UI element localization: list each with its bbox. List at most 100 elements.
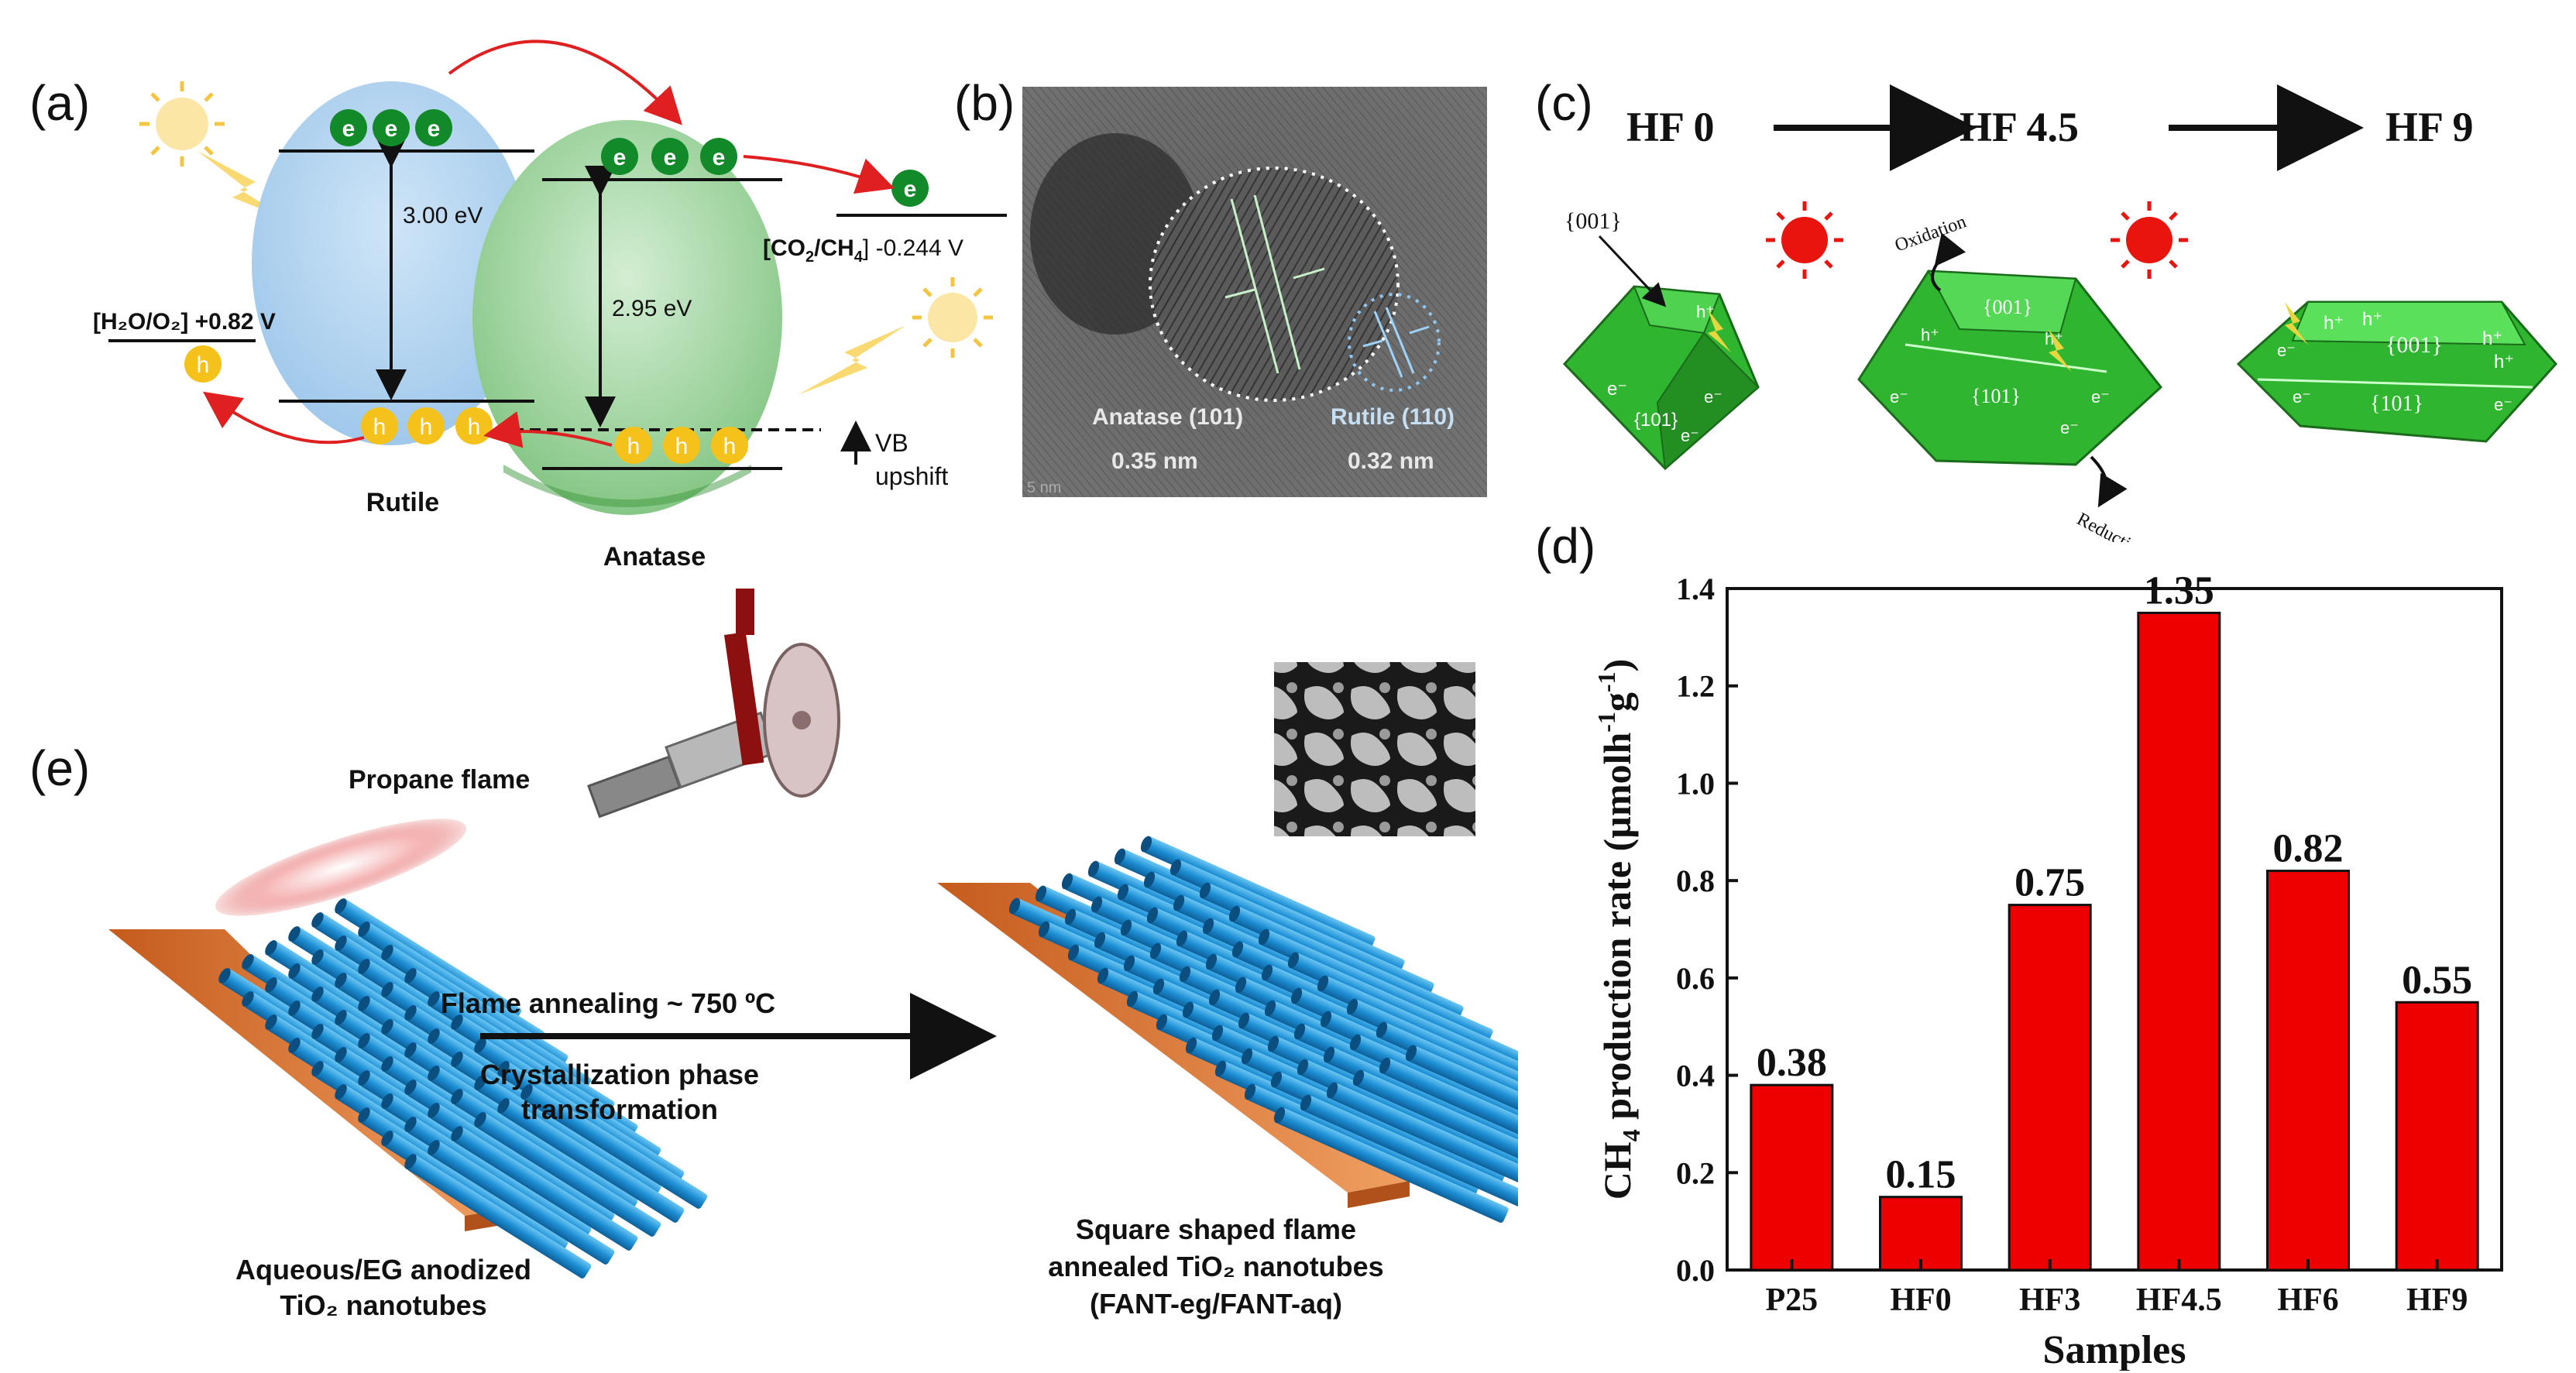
y-tick-label: 1.0 — [1676, 766, 1715, 801]
crystal-hf45: {001} {101} h⁺ h⁺ e⁻ e⁻ e⁻ — [1857, 269, 2163, 466]
nanotube — [1273, 1107, 1509, 1223]
panel-c-label: (c) — [1535, 75, 1593, 131]
nanotube — [520, 1084, 708, 1209]
svg-text:h⁺: h⁺ — [2494, 352, 2514, 372]
nanotube — [1349, 1034, 1518, 1150]
svg-text:h: h — [197, 352, 210, 378]
x-tick-label: HF4.5 — [2136, 1282, 2222, 1318]
lightning-icon — [197, 151, 290, 221]
nanotube — [1346, 998, 1518, 1114]
y-tick-label: 0.4 — [1676, 1059, 1715, 1093]
facet-001-callout: {001} — [1564, 208, 1622, 234]
hole-group-rutile: h h h — [361, 407, 493, 445]
panel-a-band-diagram: 3.00 eV 2.95 eV e e e e e e e h h h h h … — [93, 39, 1007, 572]
bar-value-label: 0.75 — [2014, 861, 2085, 905]
hole-out-arrow — [202, 391, 365, 445]
panel-b-tem-image: Anatase (101) 0.35 nm Rutile (110) 0.32 … — [1022, 87, 1487, 497]
svg-text:e⁻: e⁻ — [2060, 418, 2079, 438]
y-tick-label: 1.4 — [1676, 573, 1715, 606]
svg-text:h: h — [373, 414, 386, 440]
x-tick-label: HF6 — [2277, 1282, 2338, 1318]
bar-hf6 — [2266, 870, 2350, 1272]
sun-icon — [1766, 201, 1843, 279]
svg-text:e: e — [342, 116, 355, 142]
svg-text:{001}: {001} — [1983, 296, 2032, 318]
svg-text:{101}: {101} — [1634, 410, 1678, 431]
rutile-gap-label: 3.00 eV — [403, 203, 483, 228]
stage-hf45: HF 4.5 — [1959, 104, 2079, 150]
electron-transfer-arrow — [448, 39, 682, 125]
y-tick-label: 0.2 — [1676, 1155, 1715, 1190]
bar-hf4-5 — [2137, 611, 2221, 1272]
svg-text:h⁺: h⁺ — [2324, 313, 2344, 334]
anatase-spacing-label: 0.35 nm — [1111, 448, 1198, 474]
svg-text:h⁺: h⁺ — [1921, 325, 1939, 345]
rutile-label: Rutile — [366, 488, 439, 517]
bar-value-label: 0.15 — [1886, 1153, 1956, 1197]
crystal-hf0: e⁻ {101} e⁻ e⁻ h⁺ — [1562, 285, 1760, 471]
arrow-label-line1: Flame annealing ~ 750 ºC — [441, 987, 775, 1019]
arrow-label-line3: transformation — [521, 1093, 718, 1125]
sun-icon — [2111, 201, 2188, 279]
svg-text:h: h — [468, 414, 481, 440]
right-nanotube-array — [1008, 836, 1518, 1223]
bar-hf9 — [2395, 1001, 2479, 1272]
sem-inset-image — [1274, 662, 1475, 836]
electron-free: e — [891, 170, 929, 207]
rutile-grain — [1348, 293, 1441, 392]
svg-text:e: e — [385, 116, 398, 142]
nanotube — [428, 1140, 615, 1265]
svg-text:h⁺: h⁺ — [1696, 302, 1715, 321]
y-axis-label: CH4 production rate (µmolh-1g-1) — [1592, 659, 1645, 1200]
oxidation-label: Oxidation — [1892, 211, 1969, 256]
svg-text:{001}: {001} — [2385, 332, 2443, 358]
svg-text:e⁻: e⁻ — [2293, 387, 2311, 407]
electron-group-rutile: e e e — [330, 109, 452, 146]
anatase-gap-label: 2.95 eV — [612, 296, 692, 321]
svg-text:{101}: {101} — [2370, 392, 2423, 416]
vb-upshift-line2: upshift — [875, 462, 948, 490]
crystal-hf9: {001} {101} h⁺ h⁺ h⁺ h⁺ e⁻ e⁻ e⁻ — [2236, 300, 2558, 443]
svg-text:h⁺: h⁺ — [2362, 309, 2382, 330]
y-tick-label: 0.0 — [1676, 1253, 1715, 1288]
svg-text:e⁻: e⁻ — [1681, 426, 1699, 445]
svg-text:e⁻: e⁻ — [1890, 387, 1908, 407]
y-tick-label: 0.8 — [1676, 863, 1715, 898]
svg-text:e: e — [904, 177, 917, 202]
svg-text:h: h — [675, 434, 689, 459]
right-caption-line2: annealed TiO₂ nanotubes — [1048, 1251, 1383, 1282]
x-tick-label: HF0 — [1890, 1282, 1951, 1318]
svg-text:h: h — [723, 434, 737, 459]
panel-d-label: (d) — [1535, 518, 1596, 574]
svg-text:e⁻: e⁻ — [2091, 387, 2110, 407]
nanotube — [1300, 1094, 1518, 1210]
left-nanotube-array — [218, 898, 708, 1279]
nanotube — [1379, 1057, 1518, 1173]
hole-free: h — [184, 345, 222, 383]
panel-a-label: (a) — [29, 75, 91, 131]
svg-text:e: e — [664, 145, 677, 170]
plot-frame — [1726, 587, 2503, 1272]
bar-p25 — [1750, 1083, 1834, 1272]
h2o-couple-label: [H₂O/O₂] +0.82 V — [93, 309, 276, 335]
lightning-icon — [798, 325, 906, 395]
arrow-label-line2: Crystallization phase — [480, 1059, 759, 1090]
lightning-icon — [2285, 302, 2308, 345]
bar-value-label: 0.38 — [1757, 1041, 1827, 1085]
co2-couple-label: [CO2/CH4] -0.244 V — [763, 235, 963, 266]
bar-value-label: 0.82 — [2273, 827, 2344, 871]
right-caption-line1: Square shaped flame — [1076, 1213, 1356, 1245]
lightning-icon — [2049, 329, 2072, 372]
panel-e-label: (e) — [29, 740, 91, 796]
nanotube — [1326, 1082, 1518, 1198]
lightning-icon — [1708, 310, 1731, 352]
anatase-plane-label: Anatase (101) — [1092, 404, 1243, 430]
svg-text:e⁻: e⁻ — [1607, 379, 1627, 400]
x-tick-label: HF9 — [2406, 1282, 2468, 1318]
bar-hf3 — [2008, 904, 2092, 1272]
bar-hf0 — [1879, 1196, 1963, 1272]
bar-value-label: 1.35 — [2144, 573, 2214, 613]
nanotube — [404, 1154, 592, 1279]
hole-transfer-arrow — [483, 411, 613, 448]
x-axis-label: Samples — [2043, 1328, 2186, 1371]
